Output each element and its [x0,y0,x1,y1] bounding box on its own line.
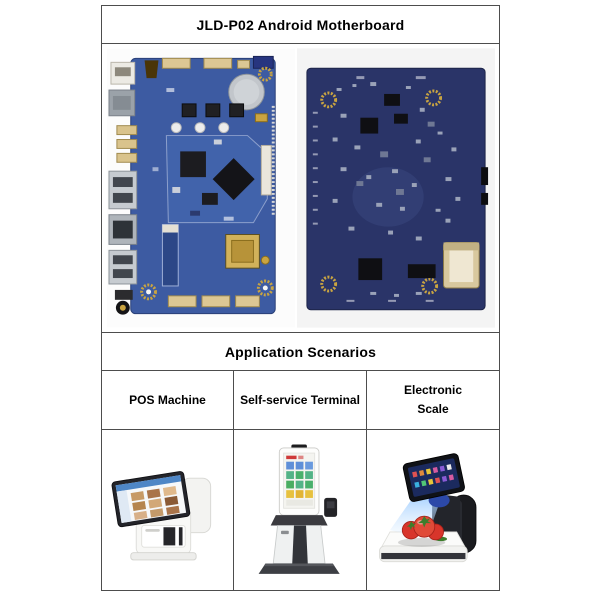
scenario-label-scale: Electronic Scale [403,383,463,416]
pos-machine-image [111,471,211,561]
scenario-cell-pos: POS Machine [102,371,233,429]
title-row: JLD-P02 Android Motherboard [102,6,499,43]
scenario-image-cell-kiosk [233,430,366,590]
scenario-label-kiosk: Self-service Terminal [240,392,360,407]
scenario-cell-scale: Electronic Scale [366,371,499,429]
scenario-image-cell-pos [102,430,233,590]
page-title: JLD-P02 Android Motherboard [196,16,405,33]
scenario-image-cell-scale [366,430,499,590]
section-title: Application Scenarios [224,343,377,360]
scenario-cell-kiosk: Self-service Terminal [233,371,366,429]
electronic-scale-image [379,453,477,563]
self-service-terminal-image [258,444,340,574]
board-photos-row [102,43,499,332]
spec-table: JLD-P02 Android Motherboard [101,5,500,591]
motherboard-front-image [106,48,295,328]
scenario-label-pos: POS Machine [129,392,206,407]
scenario-images-row [102,429,499,590]
scenario-labels-row: POS Machine Self-service Terminal Electr… [102,370,499,429]
section-header-row: Application Scenarios [102,332,499,370]
motherboard-back-image [296,48,495,328]
